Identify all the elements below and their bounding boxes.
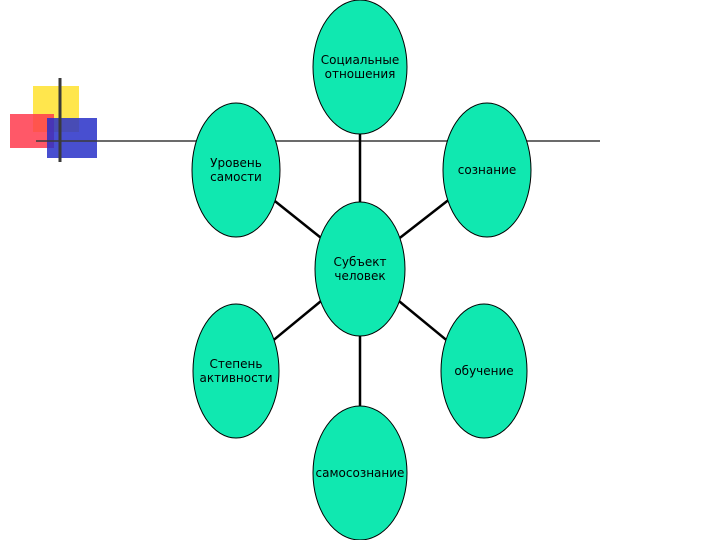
node-learning-label: обучение: [454, 364, 513, 378]
node-social-label: Социальные: [321, 53, 400, 67]
node-self-awareness-label: самосознание: [316, 466, 405, 480]
node-social-label: отношения: [325, 67, 396, 81]
deco-blue-square: [47, 118, 97, 158]
connector-learning: [398, 300, 447, 341]
node-learning-shape: [440, 303, 528, 439]
connector-selfhood: [274, 200, 322, 239]
node-consciousness-shape: [442, 102, 532, 238]
node-consciousness-label: сознание: [458, 163, 517, 177]
node-selfhood-label: самости: [210, 170, 262, 184]
connector-lines: [273, 134, 449, 406]
node-center-label: человек: [334, 269, 385, 283]
connector-activity: [273, 300, 322, 341]
node-selfhood-label: Уровень: [210, 156, 262, 170]
node-learning: обучение: [440, 303, 528, 439]
node-self-awareness-shape: [312, 405, 408, 540]
node-selfhood-shape: [191, 102, 281, 238]
node-center-shape: [314, 201, 406, 337]
node-consciousness: сознание: [442, 102, 532, 238]
connector-consciousness: [399, 199, 449, 239]
corner-decoration: [10, 78, 600, 162]
deco-red-square: [10, 114, 54, 148]
node-center-label: Субъект: [334, 255, 387, 269]
node-social-shape: [312, 0, 408, 135]
node-activity-shape: [192, 303, 280, 439]
node-activity-label: Степень: [210, 357, 263, 371]
node-self-awareness: самосознание: [312, 405, 408, 540]
node-activity-label: активности: [199, 371, 272, 385]
